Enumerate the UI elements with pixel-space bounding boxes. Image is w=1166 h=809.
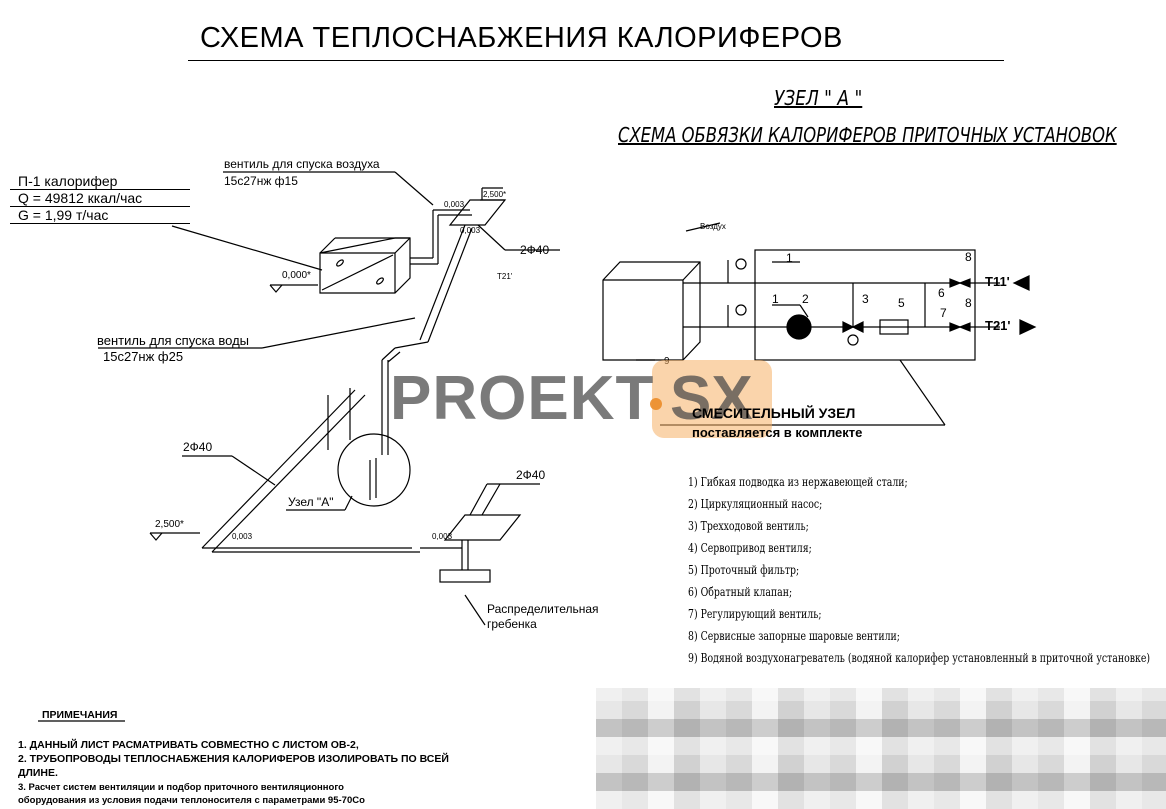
t21-small: Т21' [497,272,513,281]
callout-8a: 8 [965,250,972,264]
mixing-unit-subtitle: поставляется в комплекте [692,425,863,440]
callout-2: 2 [802,292,809,306]
pixelated-title-block [596,688,1166,809]
legend-item: 9) Водяной воздухонагреватель (водяной к… [688,651,1151,665]
note-item: оборудования из условия подачи теплоноси… [18,795,365,806]
callout-6: 6 [938,286,945,300]
watermark-text: PROEKT [390,364,655,433]
callout-1b: 1 [772,292,779,306]
legend-item: 1) Гибкая подводка из нержавеющей стали; [688,475,908,489]
vent-water-label: вентиль для спуска воды [97,333,250,348]
watermark-bubble [652,360,772,438]
note-item: 3. Расчет систем вентиляции и подбор при… [18,782,344,793]
slope-4: 0,003 [432,532,453,541]
pipe-label-left: 2Ф40 [183,440,213,454]
callout-1: 1 [786,251,793,265]
subscheme-title: СХЕМА ОБВЯЗКИ КАЛОРИФЕРОВ ПРИТОЧНЫХ УСТА… [618,123,1117,147]
title-underline [188,60,1004,61]
manifold-label-1: Распределительная [487,602,599,616]
calorifer-q: Q = 49812 ккал/час [10,190,190,207]
watermark-suffix: SX [670,364,753,433]
legend-item: 3) Трехходовой вентиль; [688,519,809,533]
slope-3: 0,003 [232,532,253,541]
legend-item: 4) Сервопривод вентиля; [688,541,812,555]
mixing-unit-title: СМЕСИТЕЛЬНЫЙ УЗЕЛ [692,405,856,421]
slope-2: 0,003 [460,226,481,235]
uzel-a-label: Узел "А" [288,495,334,509]
legend-item: 6) Обратный клапан; [688,585,793,599]
note-item: ДЛИНЕ. [18,767,58,779]
page-title: СХЕМА ТЕПЛОСНАБЖЕНИЯ КАЛОРИФЕРОВ [200,22,843,54]
calorifer-label: П-1 калорифер Q = 49812 ккал/час G = 1,9… [10,173,190,224]
calorifer-name: П-1 калорифер [10,173,190,190]
pipe-label-right: 2Ф40 [516,468,546,482]
notes-heading: ПРИМЕЧАНИЯ [42,709,118,721]
t11-label: Т11' [985,274,1010,289]
uzel-title: УЗЕЛ " А " [774,86,863,110]
callout-5: 5 [898,296,905,310]
elevation-zero: 0,000* [282,270,311,281]
vent-air-spec: 15с27нж ф15 [224,174,298,188]
legend-item: 2) Циркуляционный насос; [688,497,823,511]
callout-7: 7 [940,306,947,320]
note-item: 2. ТРУБОПРОВОДЫ ТЕПЛОСНАБЖЕНИЯ КАЛОРИФЕР… [18,753,449,765]
legend-item: 7) Регулирующий вентиль; [688,607,822,621]
t21-label: Т21' [985,318,1011,333]
manifold-label-2: гребенка [487,617,537,631]
legend-item: 8) Сервисные запорные шаровые вентили; [688,629,900,643]
watermark-dot [650,398,662,410]
callout-8b: 8 [965,296,972,310]
pipe-label-top: 2Ф40 [520,243,550,257]
vent-water-spec: 15с27нж ф25 [103,349,184,364]
slope-1: 0,003 [444,200,465,209]
calorifer-g: G = 1,99 т/час [10,207,190,224]
elevation-left: 2,500* [155,519,184,530]
legend-item: 5) Проточный фильтр; [688,563,800,577]
air-label: Воздух [700,222,726,231]
callout-3: 3 [862,292,869,306]
elevation-top: 2,500* [483,190,507,199]
vent-air-label: вентиль для спуска воздуха [224,157,380,171]
note-item: 1. ДАННЫЙ ЛИСТ РАСМАТРИВАТЬ СОВМЕСТНО С … [18,739,359,751]
